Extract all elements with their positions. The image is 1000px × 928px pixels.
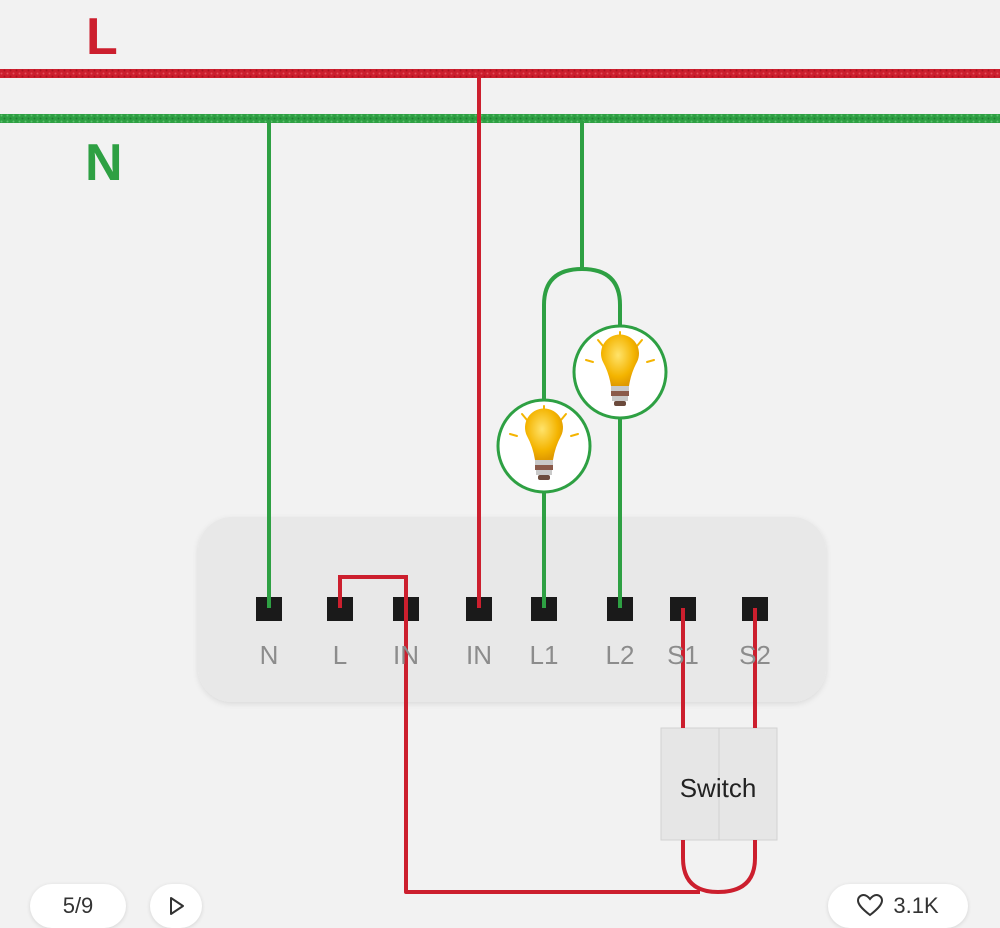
bulb-loop: [542, 267, 622, 400]
neutral-bus-label: N: [85, 134, 123, 192]
terminal-label: N: [260, 640, 279, 670]
switch-loop-wire: [681, 840, 757, 894]
bulb-1: [496, 398, 592, 494]
play-button[interactable]: [150, 884, 202, 928]
terminal-label: S2: [739, 640, 771, 670]
terminal-label: L: [333, 640, 347, 670]
neutral-bus: [0, 114, 1000, 123]
wall-switch[interactable]: Switch: [660, 727, 778, 841]
page-counter: 5/9: [62, 893, 94, 918]
terminal-label: IN: [466, 640, 492, 670]
heart-icon: [857, 894, 884, 917]
page-counter-pill: 5/9: [30, 884, 126, 928]
line-bus: [0, 69, 1000, 78]
terminal-label: L2: [606, 640, 635, 670]
terminal-label: S1: [667, 640, 699, 670]
terminal-label: IN: [393, 640, 419, 670]
relay-module: [198, 517, 826, 702]
diagram-stage: L N Switch N L IN IN L1 L2 S1 S2: [0, 8, 1000, 928]
l-in-jumper-overlay: [338, 575, 408, 621]
wiring-diagram: L N Switch N L IN IN L1 L2 S1 S2: [0, 8, 1000, 894]
like-count: 3.1K: [893, 893, 939, 918]
switch-label: Switch: [680, 773, 757, 803]
terminal-label: L1: [530, 640, 559, 670]
play-icon: [170, 897, 184, 915]
like-button[interactable]: 3.1K: [828, 884, 968, 928]
lightbulb-icon: [585, 331, 655, 406]
lightbulb-icon: [509, 405, 579, 480]
bulb-2: [572, 324, 668, 420]
neutral-wires: [267, 121, 622, 608]
line-bus-label: L: [86, 8, 118, 66]
